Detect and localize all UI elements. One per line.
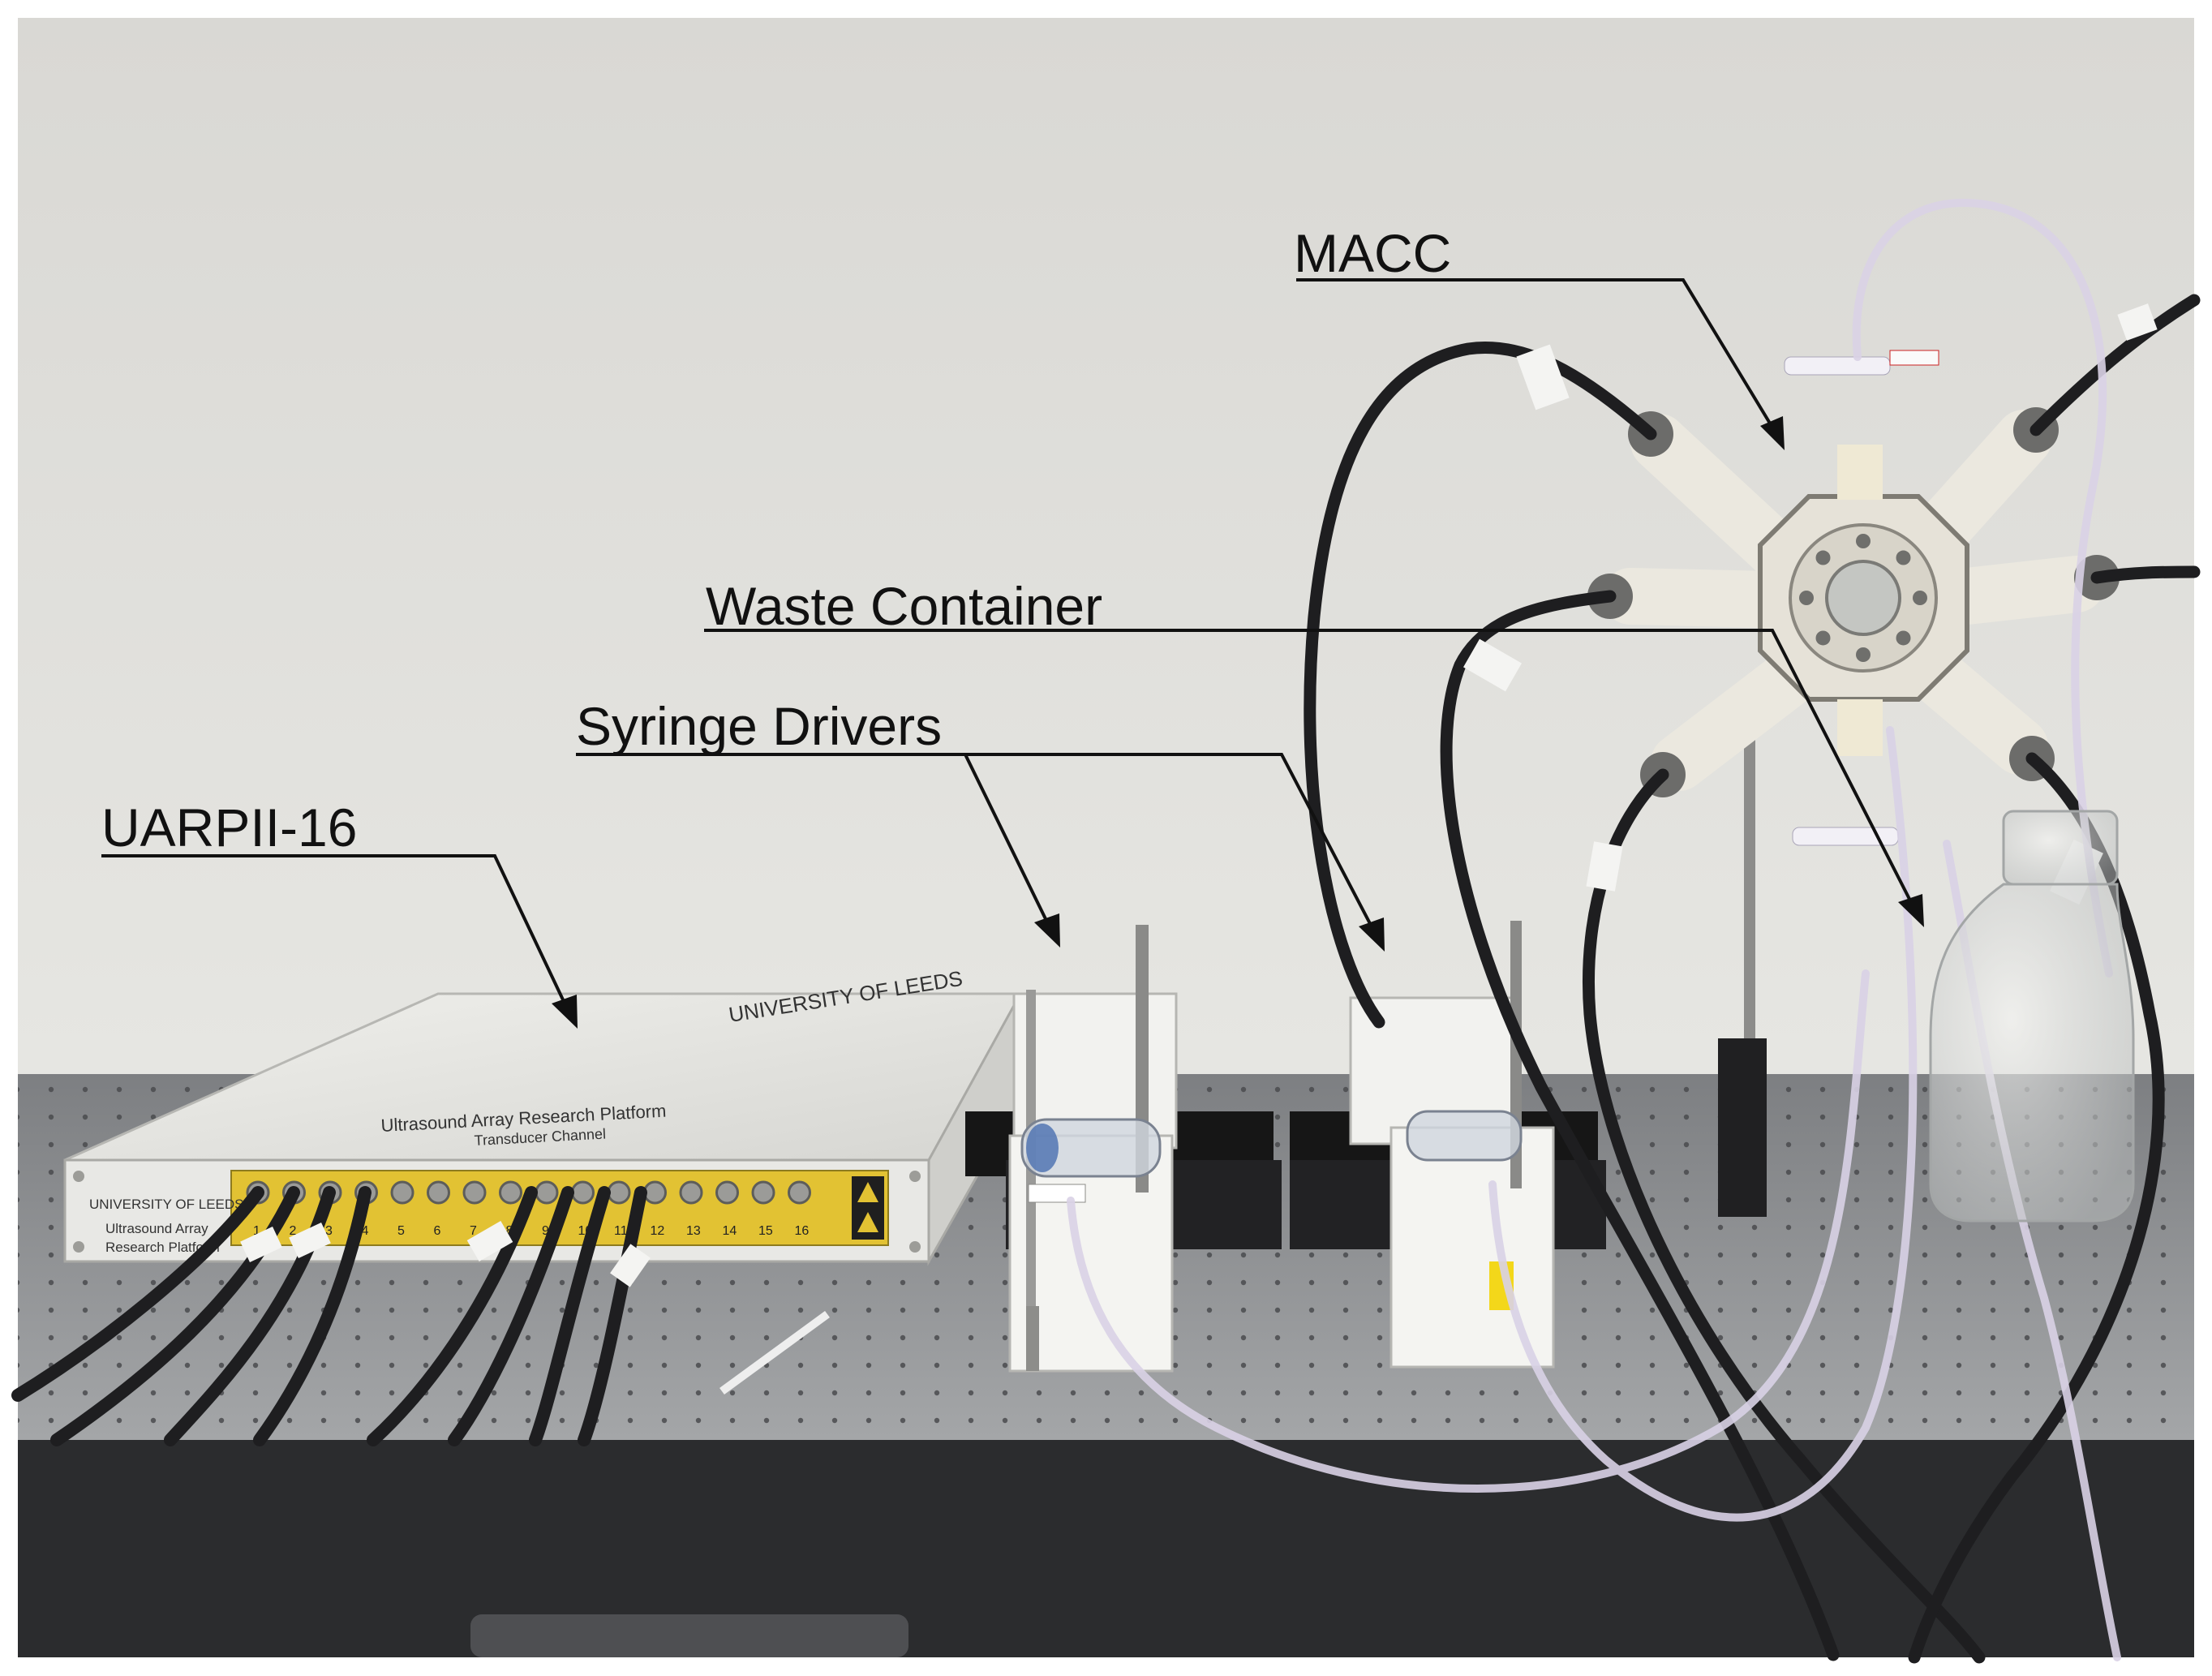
bnc-connector-9: [535, 1180, 559, 1205]
channel-number: 7: [470, 1224, 477, 1238]
cable-tie: [719, 1310, 830, 1395]
window-bolt: [1815, 630, 1831, 646]
arrow-head-icon: [1898, 894, 1924, 927]
front-line2-text: Ultrasound Array: [105, 1221, 208, 1236]
bnc-connector-6: [427, 1180, 450, 1205]
screw: [73, 1241, 84, 1253]
channel-number: 11: [614, 1224, 628, 1238]
driver-carriage: [1389, 1126, 1555, 1369]
bnc-connector-12: [643, 1180, 667, 1205]
warning-triangle-icon: [857, 1212, 878, 1232]
channel-number: 2: [290, 1224, 297, 1238]
window-bolt: [1856, 647, 1871, 662]
syringe-plunger: [1026, 1124, 1059, 1172]
syringe-drivers-label: Syringe Drivers: [576, 696, 942, 756]
channel-number: 5: [397, 1224, 405, 1238]
warning-triangle-icon: [857, 1182, 878, 1202]
front-line3-text: Research Platform: [105, 1240, 220, 1255]
optical-table-edge: [18, 1440, 2194, 1657]
macc-label: MACC: [1294, 223, 1451, 283]
stand-rod: [1744, 714, 1755, 1038]
arrow-head-icon: [1760, 416, 1785, 450]
bnc-connector-7: [462, 1180, 487, 1205]
stopcock-tab: [1889, 350, 1939, 366]
channel-number: 6: [434, 1224, 441, 1238]
window-bolts: [1799, 534, 1927, 662]
screw: [73, 1171, 84, 1182]
channel-number: 14: [723, 1224, 737, 1238]
waste-container-bottle: [1929, 810, 2135, 1223]
channel-number: 4: [362, 1224, 369, 1238]
syringe-barrel: [1020, 1118, 1162, 1178]
callout-uarp: UARPII-16: [101, 797, 578, 1029]
top-port: [1837, 445, 1883, 500]
callout-waste-container: Waste Container: [704, 576, 1924, 927]
bottle-body: [1929, 883, 2135, 1223]
window-bolt: [1799, 591, 1814, 605]
channel-number: 16: [795, 1224, 810, 1238]
stand-post: [1718, 1038, 1767, 1217]
bnc-connector-14: [715, 1180, 739, 1205]
lower-port: [1837, 699, 1883, 756]
floor-object: [470, 1614, 908, 1657]
arrow-head-icon: [1034, 913, 1060, 948]
stopcock: [1028, 1184, 1086, 1203]
uarp-label: UARPII-16: [101, 797, 357, 857]
arrow-head-icon: [1359, 918, 1385, 952]
channel-number: 3: [325, 1224, 333, 1238]
window-bolt: [1896, 550, 1911, 565]
callout-syringe-drivers: Syringe Drivers: [576, 696, 1385, 952]
window-bolt: [1913, 591, 1927, 605]
syringe-barrel: [1406, 1110, 1523, 1162]
channel-number: 15: [758, 1224, 773, 1238]
uarp-cable-tags: [240, 1221, 651, 1287]
channel-number: 1: [253, 1224, 260, 1238]
bolt: [1026, 1306, 1039, 1371]
screw: [909, 1171, 921, 1182]
channel-number: 9: [542, 1224, 549, 1238]
arrow-head-icon: [552, 995, 578, 1029]
driver-rod: [1026, 990, 1036, 1363]
bnc-connector-5: [390, 1180, 414, 1205]
bnc-connector-15: [751, 1180, 775, 1205]
window-bolt: [1815, 550, 1831, 565]
window-bolt: [1896, 630, 1911, 646]
bnc-connector-8: [499, 1180, 522, 1205]
bottle-neck: [2002, 810, 2119, 886]
syringe-driver-1: [965, 925, 1282, 1373]
bnc-connector-10: [571, 1180, 595, 1205]
stopcock: [1784, 356, 1891, 376]
macc-window: [1825, 560, 1901, 636]
front-brand-text: UNIVERSITY OF LEEDS: [89, 1197, 244, 1212]
waste-container-label: Waste Container: [706, 576, 1102, 636]
callout-macc: MACC: [1294, 223, 1785, 450]
screw: [909, 1241, 921, 1253]
bnc-connector-16: [788, 1180, 811, 1205]
bnc-connector-11: [607, 1180, 631, 1205]
bnc-connector-13: [679, 1180, 703, 1205]
channel-number: 12: [651, 1224, 665, 1238]
channel-number: 13: [686, 1224, 701, 1238]
window-bolt: [1856, 534, 1871, 548]
